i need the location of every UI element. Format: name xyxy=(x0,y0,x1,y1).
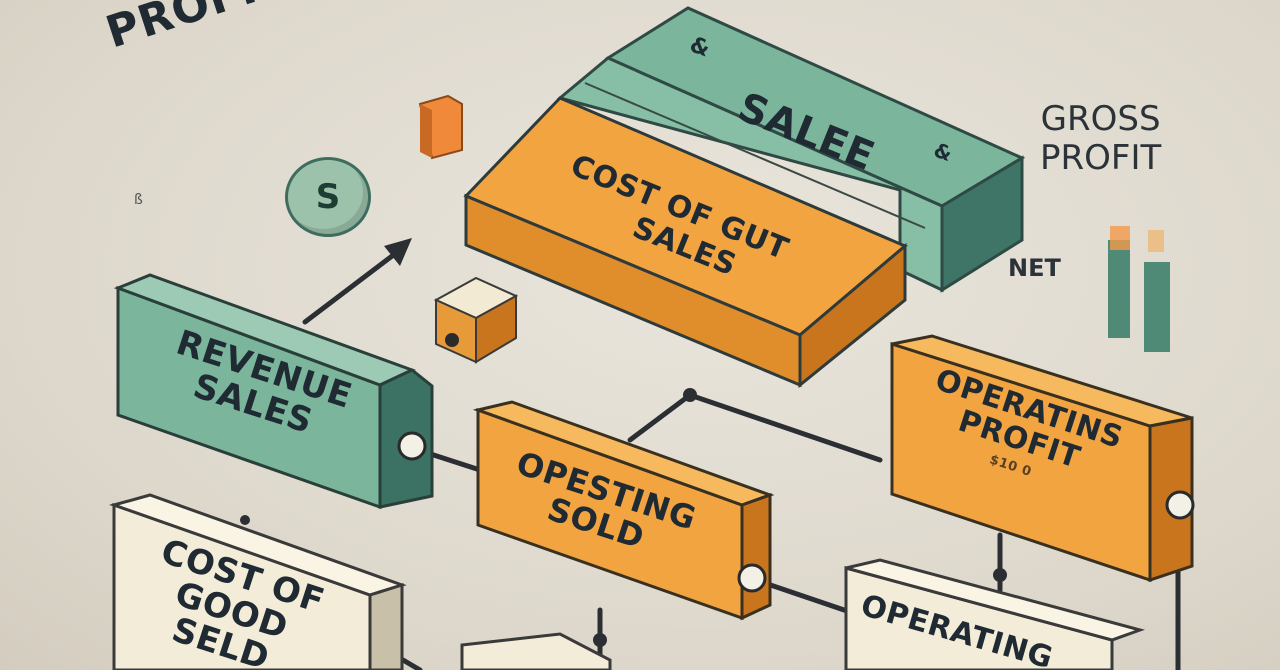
small-cube-middle xyxy=(433,276,519,364)
bottom-small-box-shape xyxy=(460,632,612,670)
opesting-box-shape xyxy=(472,400,775,621)
small-cube-top xyxy=(418,94,463,160)
small-mark: ß xyxy=(134,192,143,208)
arrow-icon xyxy=(302,238,412,325)
operating-profit-box-shape xyxy=(890,334,1195,583)
gross-profit-line1: GROSS xyxy=(1040,99,1161,139)
connector-dots xyxy=(240,388,1007,647)
bar-chart-icon xyxy=(1108,226,1170,352)
revenue-box-shape xyxy=(113,273,434,510)
gross-profit-label: GROSS PROFIT xyxy=(1040,99,1162,179)
top-slab xyxy=(463,6,1026,389)
operating-bottom-box-shape xyxy=(844,558,1146,670)
gross-profit-line2: PROFIT xyxy=(1040,138,1162,179)
net-label: NET xyxy=(1008,254,1061,282)
cost-of-good-box-shape xyxy=(108,493,407,670)
dollar-coin-icon: S xyxy=(285,157,371,237)
